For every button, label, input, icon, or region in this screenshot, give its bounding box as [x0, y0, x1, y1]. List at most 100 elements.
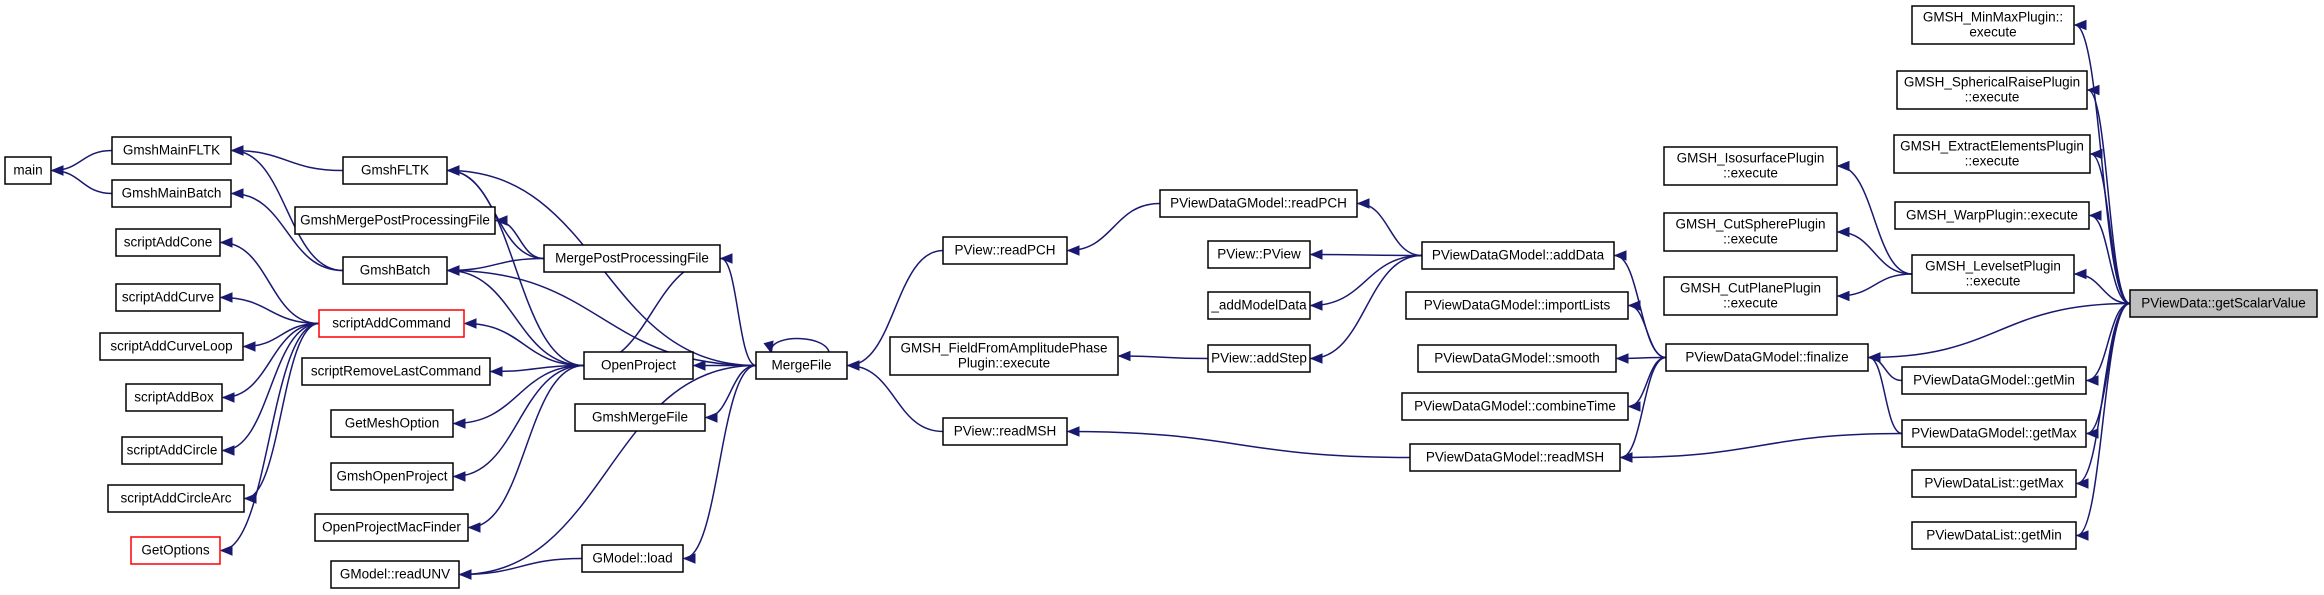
node-box [543, 244, 721, 273]
node-gmshopenproject[interactable]: GmshOpenProject [330, 462, 454, 491]
edge-arrowhead [1309, 249, 1323, 260]
node-box [889, 336, 1119, 376]
edge-arrowhead [1309, 353, 1323, 364]
node-label: GmshBatch [360, 263, 431, 278]
node-gmshsphericalraiseplugin[interactable]: GMSH_SphericalRaisePlugin::execute [1896, 70, 2088, 110]
node-scriptremovelastcommand[interactable]: scriptRemoveLastCommand [301, 357, 491, 386]
node-scriptaddcurve[interactable]: scriptAddCurve [115, 283, 221, 312]
node-gmshbatch[interactable]: GmshBatch [342, 256, 448, 285]
edge-pviewdatagmodeladddata-to-addmodeldata [1309, 254, 1423, 311]
edge-arrowhead [2075, 478, 2089, 489]
node-gmshfltk[interactable]: GmshFLTK [342, 156, 448, 185]
edge-arrowhead [763, 340, 774, 355]
node-pviewdatagmodelfinalize[interactable]: PViewDataGModel::finalize [1665, 343, 1869, 372]
node-main[interactable]: main [4, 156, 52, 185]
node-gmshmergefile[interactable]: GmshMergeFile [574, 403, 706, 432]
node-pviewaddstep[interactable]: PView::addStep [1207, 344, 1311, 373]
edge-gmshlevelsetplugin-to-gmshcutsphereplugin [1836, 226, 1913, 275]
node-box [1894, 201, 2090, 230]
node-mergepostprocessingfile[interactable]: MergePostProcessingFile [543, 244, 721, 273]
node-gmshextractelementsplugin[interactable]: GMSH_ExtractElementsPlugin::execute [1893, 134, 2091, 174]
node-label: GmshMainBatch [122, 186, 222, 201]
node-mergefile[interactable]: MergeFile [755, 351, 848, 380]
node-scriptaddcone[interactable]: scriptAddCone [115, 228, 221, 257]
edge-line [2076, 302, 2131, 537]
edge-line [447, 169, 585, 367]
edge-arrowhead [452, 418, 466, 429]
node-gmshmergepostprocessingfile[interactable]: GmshMergePostProcessingFile [294, 206, 496, 235]
node-pviewdatagmodelreadmsh[interactable]: PViewDataGModel::readMSH [1409, 443, 1621, 472]
edge-line [1067, 430, 1411, 459]
edge-arrowhead [219, 237, 233, 248]
node-label: GModel::readUNV [340, 567, 450, 582]
node-gmshcutsphereplugin[interactable]: GMSH_CutSpherePlugin::execute [1663, 212, 1838, 252]
node-box [115, 228, 221, 257]
node-scriptaddbox[interactable]: scriptAddBox [125, 383, 223, 412]
edge-arrowhead [846, 360, 860, 371]
node-pviewdatagmodelgetmin[interactable]: PViewDataGModel::getMin [1901, 366, 2087, 395]
edge-arrowhead [458, 569, 472, 580]
node-gmshcutplaneplugin[interactable]: GMSH_CutPlanePlugin::execute [1663, 276, 1838, 316]
node-pviewdatagmodelsmooth[interactable]: PViewDataGModel::smooth [1417, 344, 1617, 373]
node-pviewdatalistgetmin[interactable]: PViewDataList::getMin [1911, 521, 2077, 550]
edge-line [720, 257, 757, 367]
node-gmodelload[interactable]: GModel::load [581, 544, 684, 573]
node-scriptaddcurveloop[interactable]: scriptAddCurveLoop [99, 332, 244, 361]
node-openproject[interactable]: OpenProject [583, 351, 694, 380]
node-box [342, 256, 448, 285]
node-pviewreadmsh[interactable]: PView::readMSH [942, 417, 1068, 446]
node-pviewdatalistgetmax[interactable]: PViewDataList::getMax [1911, 469, 2077, 498]
node-pviewdatagmodelimportlists[interactable]: PViewDataGModel::importLists [1405, 291, 1629, 320]
node-pviewdatagmodeladddata[interactable]: PViewDataGModel::addData [1421, 241, 1615, 270]
node-pviewdatagmodelgetmax[interactable]: PViewDataGModel::getMax [1901, 419, 2087, 448]
node-getoptions[interactable]: GetOptions [130, 536, 221, 565]
edge-arrowhead [2089, 148, 2103, 160]
edge-arrowhead [1117, 350, 1131, 362]
node-addmodeldata[interactable]: _addModelData [1207, 291, 1311, 320]
node-box [111, 179, 232, 208]
node-gmshmainbatch[interactable]: GmshMainBatch [111, 179, 232, 208]
node-box [301, 357, 491, 386]
edge-line [220, 241, 320, 325]
node-pviewdatagmodelreadpch[interactable]: PViewDataGModel::readPCH [1159, 189, 1358, 218]
node-pviewpview[interactable]: PView::PView [1207, 240, 1311, 269]
node-getmeshoption[interactable]: GetMeshOption [330, 409, 454, 438]
edge-gmshfltk-to-gmshmainfltk [230, 145, 344, 172]
node-box [111, 136, 232, 165]
node-label: ::execute [1965, 90, 2020, 105]
node-gmshfieldfromamplitudephase[interactable]: GMSH_FieldFromAmplitudePhasePlugin::exec… [889, 336, 1119, 376]
node-openprojectmacfinder[interactable]: OpenProjectMacFinder [314, 513, 469, 542]
edge-arrowhead [2075, 530, 2089, 541]
node-box [1207, 291, 1311, 320]
edge-gmshlevelsetplugin-to-gmshisosurfaceplugin [1836, 160, 1913, 275]
edge-arrowhead [230, 145, 244, 156]
edge-pviewdatagetscalarvalue-to-pviewdatalistgetmin [2075, 302, 2131, 541]
edge-scriptaddcommand-to-scriptaddcurve [219, 292, 320, 325]
node-gmshisosurfaceplugin[interactable]: GMSH_IsosurfacePlugin::execute [1663, 146, 1838, 186]
node-gmodelreadunv[interactable]: GModel::readUNV [330, 560, 460, 589]
edge-arrowhead [494, 215, 508, 226]
edge-line [1118, 355, 1209, 360]
node-scriptaddcircle[interactable]: scriptAddCircle [121, 436, 223, 465]
edge-arrowhead [1836, 290, 1850, 302]
edge-scriptaddcommand-to-scriptaddbox [221, 322, 320, 403]
edge-arrowhead [489, 366, 503, 377]
node-label: PViewDataGModel::smooth [1434, 351, 1600, 366]
node-gmshmainfltk[interactable]: GmshMainFLTK [111, 136, 232, 165]
node-label: PView::addStep [1211, 351, 1307, 366]
node-gmshminmaxplugin[interactable]: GMSH_MinMaxPlugin::execute [1911, 5, 2075, 45]
edge-arrowhead [719, 253, 733, 264]
node-pviewreadpch[interactable]: PView::readPCH [942, 236, 1068, 265]
node-gmshlevelsetplugin[interactable]: GMSH_LevelsetPlugin::execute [1911, 254, 2075, 294]
node-scriptaddcirclearc[interactable]: scriptAddCircleArc [107, 484, 245, 513]
edge-line [847, 249, 944, 367]
node-pviewdatagmodelcombinetime[interactable]: PViewDataGModel::combineTime [1401, 392, 1629, 421]
edge-arrowhead [230, 188, 244, 199]
edge-line [583, 257, 722, 367]
node-label: PView::PView [1217, 247, 1301, 262]
edge-arrowhead [2088, 210, 2102, 221]
node-box [581, 544, 684, 573]
edge-openproject-to-scriptaddcommand [463, 318, 585, 367]
node-gmshwarpplugin[interactable]: GMSH_WarpPlugin::execute [1894, 201, 2090, 230]
node-scriptaddcommand[interactable]: scriptAddCommand [318, 309, 465, 338]
